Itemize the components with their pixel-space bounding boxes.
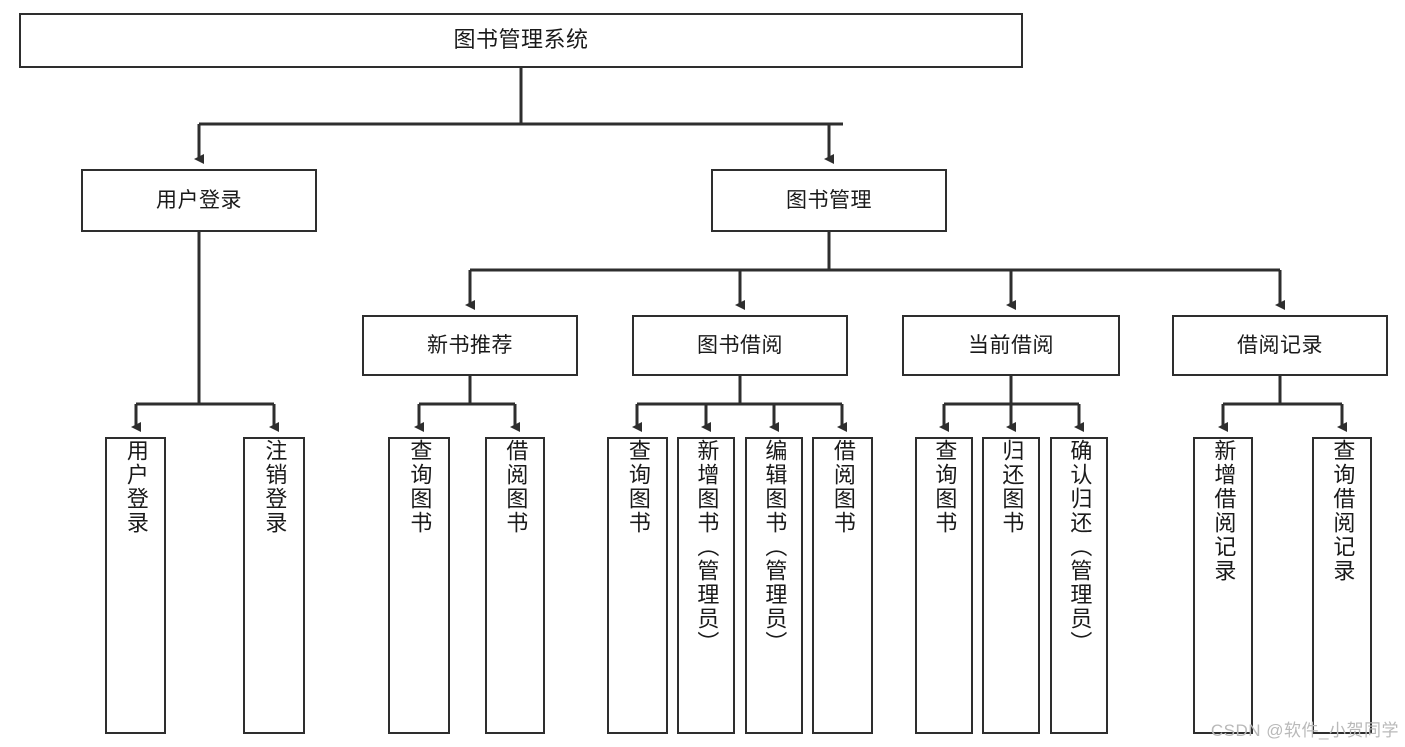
connector-bookborrow-to-leaves	[632, 376, 847, 432]
connector-currentborrow-to-leaves	[939, 376, 1084, 432]
node-borrow-record[interactable]: 借阅记录	[1172, 315, 1388, 376]
node-leaf-query-book-3-label: 查询图书	[932, 439, 958, 535]
node-current-borrow[interactable]: 当前借阅	[902, 315, 1120, 376]
node-leaf-user-login-label: 用户登录	[123, 439, 149, 535]
node-leaf-confirm-return-admin[interactable]: 确认归还（管理员）	[1050, 437, 1108, 734]
node-leaf-edit-book-admin-label: 编辑图书（管理员）	[762, 439, 788, 655]
node-leaf-return-book[interactable]: 归还图书	[982, 437, 1040, 734]
node-leaf-add-borrow-record[interactable]: 新增借阅记录	[1193, 437, 1253, 734]
node-leaf-confirm-return-admin-label: 确认归还（管理员）	[1067, 439, 1093, 655]
node-leaf-edit-book-admin[interactable]: 编辑图书（管理员）	[745, 437, 803, 734]
node-leaf-query-book-1-label: 查询图书	[407, 439, 433, 535]
node-leaf-borrow-book-2-label: 借阅图书	[830, 439, 856, 535]
node-leaf-return-book-label: 归还图书	[999, 439, 1025, 535]
node-root[interactable]: 图书管理系统	[19, 13, 1023, 68]
node-leaf-borrow-book-1-label: 借阅图书	[503, 439, 529, 535]
node-leaf-add-book-admin-label: 新增图书（管理员）	[694, 439, 720, 655]
node-book-borrow-label: 图书借阅	[697, 333, 783, 357]
node-leaf-query-borrow-record-label: 查询借阅记录	[1330, 439, 1356, 583]
node-leaf-query-borrow-record[interactable]: 查询借阅记录	[1312, 437, 1372, 734]
connector-root-to-level1	[194, 68, 843, 164]
node-leaf-add-book-admin[interactable]: 新增图书（管理员）	[677, 437, 735, 734]
node-root-label: 图书管理系统	[453, 27, 589, 53]
node-user-login[interactable]: 用户登录	[81, 169, 317, 232]
node-leaf-query-book-2[interactable]: 查询图书	[607, 437, 668, 734]
node-leaf-user-login[interactable]: 用户登录	[105, 437, 166, 734]
node-user-login-label: 用户登录	[156, 188, 242, 212]
connector-newbook-to-leaves	[414, 376, 520, 432]
node-new-book-recommend[interactable]: 新书推荐	[362, 315, 578, 376]
watermark-text: CSDN @软件_小贺同学	[1210, 721, 1399, 740]
connector-bookmanage-to-level2	[465, 232, 1285, 310]
node-leaf-user-logout-label: 注销登录	[262, 439, 288, 535]
node-leaf-query-book-1[interactable]: 查询图书	[388, 437, 450, 734]
node-leaf-borrow-book-2[interactable]: 借阅图书	[812, 437, 873, 734]
node-leaf-query-book-3[interactable]: 查询图书	[915, 437, 973, 734]
connector-borrowrecord-to-leaves	[1218, 376, 1347, 432]
node-leaf-borrow-book-1[interactable]: 借阅图书	[485, 437, 545, 734]
node-leaf-user-logout[interactable]: 注销登录	[243, 437, 305, 734]
node-new-book-recommend-label: 新书推荐	[427, 333, 513, 357]
node-book-manage[interactable]: 图书管理	[711, 169, 947, 232]
node-book-borrow[interactable]: 图书借阅	[632, 315, 848, 376]
node-leaf-query-book-2-label: 查询图书	[625, 439, 651, 535]
connector-userlogin-to-leaves	[131, 232, 279, 432]
node-current-borrow-label: 当前借阅	[968, 333, 1054, 357]
node-book-manage-label: 图书管理	[786, 188, 872, 212]
node-leaf-add-borrow-record-label: 新增借阅记录	[1211, 439, 1237, 583]
node-borrow-record-label: 借阅记录	[1237, 333, 1323, 357]
